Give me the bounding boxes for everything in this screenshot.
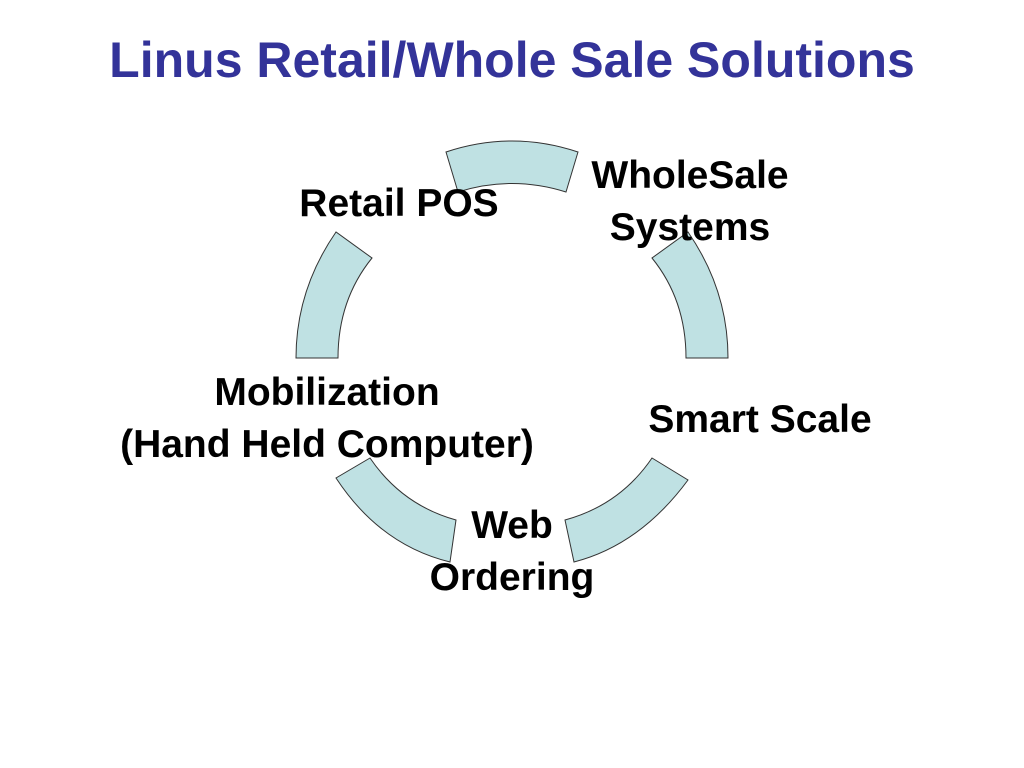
node-mobilization: Mobilization (Hand Held Computer) (72, 367, 582, 471)
cycle-arrow-top (445, 140, 579, 193)
cycle-arrow-right (651, 231, 729, 359)
node-wholesale-systems-line-2: Systems (609, 206, 771, 249)
cycle-arrow-bottom-right (564, 457, 689, 563)
node-retail-pos-line-1: Retail POS (299, 182, 499, 225)
node-smart-scale-line-1: Smart Scale (648, 398, 872, 441)
node-retail-pos: Retail POS (283, 178, 515, 230)
node-mobilization-line-1: Mobilization (214, 371, 440, 414)
node-mobilization-line-2: (Hand Held Computer) (120, 423, 534, 466)
node-web-ordering-line-2: Ordering (429, 556, 595, 599)
cycle-arrows (295, 140, 729, 563)
slide-title: Linus Retail/Whole Sale Solutions (109, 32, 915, 88)
node-smart-scale: Smart Scale (625, 394, 895, 446)
node-web-ordering-line-1: Web (471, 504, 553, 547)
node-wholesale-systems-line-1: WholeSale (591, 154, 789, 197)
node-web-ordering: Web Ordering (402, 500, 622, 604)
node-wholesale-systems: WholeSale Systems (570, 150, 810, 254)
cycle-arrow-bottom-left (335, 457, 457, 563)
cycle-arrow-left (295, 231, 373, 359)
